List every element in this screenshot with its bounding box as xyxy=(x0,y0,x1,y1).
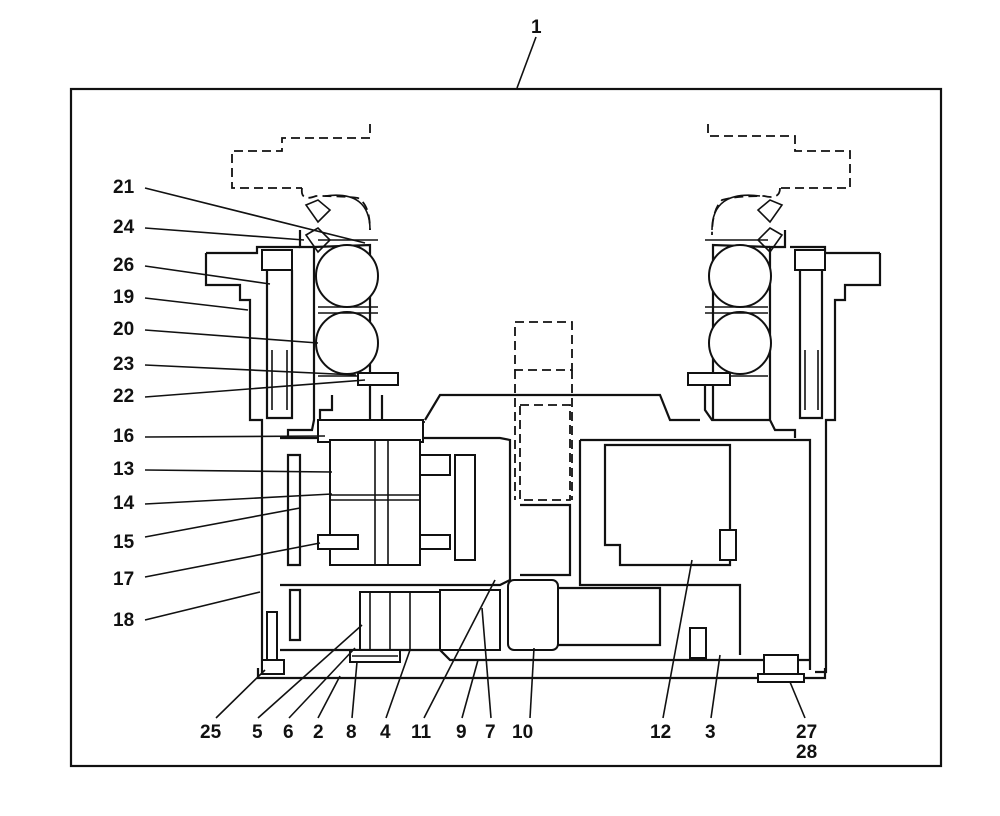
callout-11: 11 xyxy=(411,722,432,743)
callout-10: 10 xyxy=(512,722,533,743)
callout-6: 6 xyxy=(283,722,294,743)
callout-25: 25 xyxy=(200,722,222,743)
callout-19: 19 xyxy=(113,287,134,308)
central-gear-assembly xyxy=(280,393,812,670)
callout-13: 13 xyxy=(113,459,134,480)
right-housing xyxy=(687,194,882,674)
callout-24: 24 xyxy=(113,217,135,238)
callout-18: 18 xyxy=(113,610,134,631)
callout-15: 15 xyxy=(113,532,135,553)
callout-8: 8 xyxy=(346,722,357,743)
callout-21: 21 xyxy=(113,177,135,198)
callout-12: 12 xyxy=(650,722,671,743)
callout-27: 27 xyxy=(796,722,817,743)
callout-26: 26 xyxy=(113,255,134,276)
callout-14: 14 xyxy=(113,493,135,514)
callout-17: 17 xyxy=(113,569,134,590)
callout-22: 22 xyxy=(113,386,134,407)
callout-23: 23 xyxy=(113,354,134,375)
base-plate xyxy=(256,611,827,683)
callout-2: 2 xyxy=(313,722,324,743)
callout-28: 28 xyxy=(796,742,817,763)
callout-20: 20 xyxy=(113,319,134,340)
callout-1: 1 xyxy=(531,17,542,38)
callout-5: 5 xyxy=(252,722,263,743)
left-housing xyxy=(204,194,399,674)
upper-component-outline xyxy=(231,124,851,501)
callout-16: 16 xyxy=(113,426,134,447)
bottom-callouts: 25 5 6 2 8 4 11 9 7 10 12 3 27 28 xyxy=(200,559,817,763)
callout-7: 7 xyxy=(485,722,496,743)
drawing-frame xyxy=(69,87,943,768)
leader-1 xyxy=(516,36,537,89)
callout-4: 4 xyxy=(380,722,391,743)
callout-9: 9 xyxy=(456,722,467,743)
left-callouts: 21 24 26 19 20 23 22 16 13 14 15 17 18 xyxy=(113,177,366,631)
callout-3: 3 xyxy=(705,722,716,743)
